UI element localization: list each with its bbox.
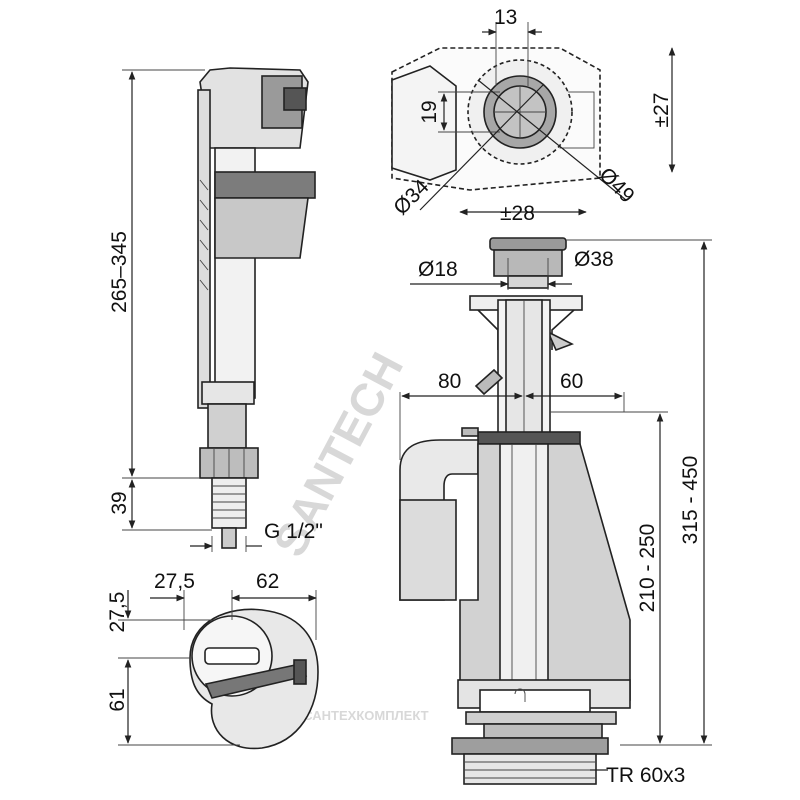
watermark-bottom: © САНТЕХКОМПЛЕКТ [290,708,429,723]
fill-valve-bottom-view: 27,5 62 27,5 61 [106,570,319,750]
dim-button-large: Ø38 [574,248,614,271]
dim-inlet-height: 39 [108,491,131,514]
dim-bottom-thread: TR 60x3 [606,764,685,787]
dim-adjust-vertical: ±27 [650,93,673,128]
dim-width-b: 62 [256,570,279,593]
dim-left-offset: 80 [438,370,461,393]
dim-top-height: 19 [418,100,441,123]
dim-depth-a: 27,5 [106,592,129,633]
dim-adjust-horizontal: ±28 [500,202,535,225]
dim-overflow-height: 210 - 250 [636,524,659,613]
dim-button-small: Ø18 [418,258,458,281]
dim-flush-height: 315 - 450 [679,456,702,545]
dim-offset-a: 27,5 [154,570,195,593]
dim-fill-valve-height: 265–345 [108,231,131,313]
flush-valve-top-view: 13 19 ±27 ±28 Ø34 Ø49 [389,6,676,225]
dim-depth-b: 61 [106,688,129,711]
dim-thread: G 1/2" [264,520,323,543]
dim-top-width: 13 [494,6,517,29]
fill-valve [197,67,316,549]
dim-diam-large: Ø49 [594,163,638,207]
dim-right-offset: 60 [560,370,583,393]
flush-valve-side-view [399,237,631,785]
fill-valve-dimensions: 265–345 39 G 1/2" [108,69,323,552]
flush-valve-dimensions: Ø18 Ø38 80 60 210 - 250 315 - 450 TR 60x… [399,239,712,787]
